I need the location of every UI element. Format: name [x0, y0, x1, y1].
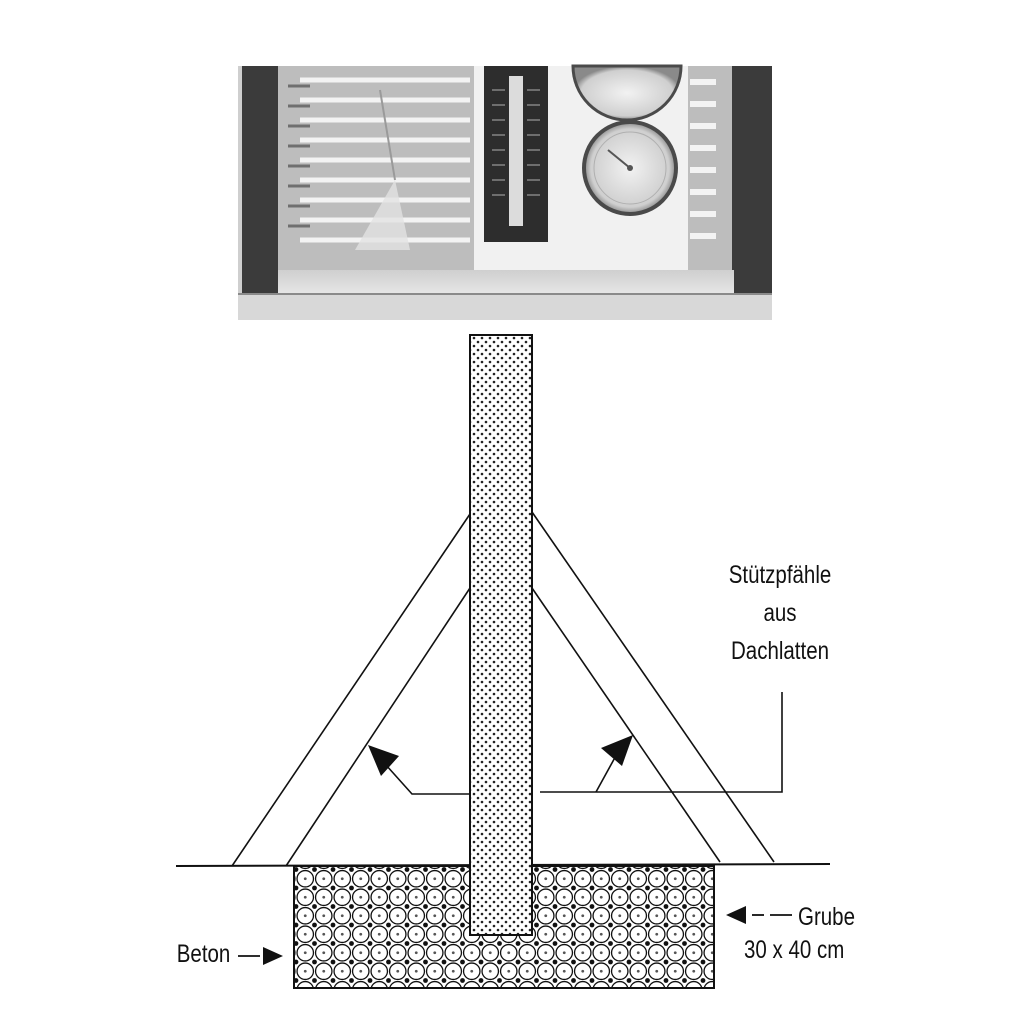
supports-label-line3: Dachlatten	[730, 637, 830, 665]
supports-label-line1: Stützpfähle	[728, 561, 832, 589]
weather-station-photo	[238, 64, 772, 320]
arrow-icon	[601, 735, 633, 766]
arrow-icon	[263, 947, 283, 965]
right-strut-inner	[531, 587, 721, 863]
pit-arrow	[726, 906, 792, 924]
supports-label-line2: aus	[763, 599, 797, 627]
gauge-icon	[571, 64, 683, 122]
arrow-icon	[368, 745, 399, 776]
supports-label: Stützpfähle aus Dachlatten	[714, 556, 845, 670]
right-strut-outer	[531, 511, 775, 863]
left-frame	[242, 66, 278, 294]
pit-label: Grube	[798, 903, 855, 931]
support-struts	[231, 511, 775, 867]
post	[469, 334, 533, 936]
thermometer-icon	[484, 66, 548, 242]
left-strut-inner	[285, 587, 471, 867]
concrete-label: Beton	[176, 940, 230, 968]
arrow-icon	[726, 906, 746, 924]
right-frame	[732, 66, 772, 294]
supports-leader	[385, 692, 783, 795]
concrete-arrow	[238, 947, 283, 965]
left-strut-outer	[231, 513, 471, 867]
gauge-icon	[582, 120, 678, 216]
pit-size-label: 30 x 40 cm	[744, 936, 845, 964]
